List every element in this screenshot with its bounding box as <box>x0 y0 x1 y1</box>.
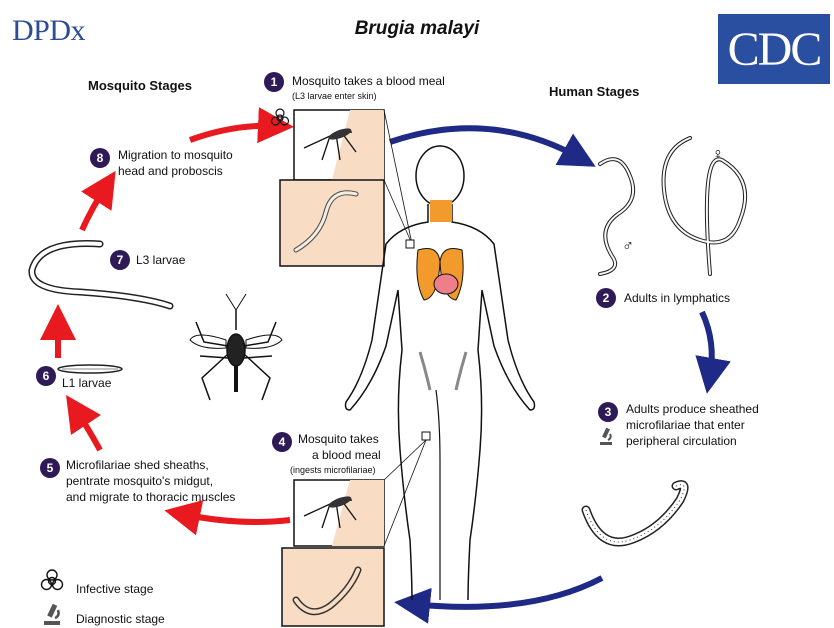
step-badge-7: 7 <box>110 250 130 270</box>
step-7-label: L3 larvae <box>136 253 185 268</box>
biohazard-icon <box>272 109 289 125</box>
arrow-5-to-6 <box>76 410 100 450</box>
step-5-line-2: pentrate mosquito's midgut, <box>66 474 213 489</box>
legend-diagnostic-stage: Diagnostic stage <box>76 612 165 626</box>
legend-microscope-icon <box>44 604 60 625</box>
step-4-line-2: a blood meal <box>312 448 381 463</box>
step1-panels <box>280 110 412 266</box>
step-3-line-1: Adults produce sheathed <box>626 402 759 417</box>
arrow-2-to-3 <box>702 312 712 376</box>
step-3-line-3: peripheral circulation <box>626 434 737 449</box>
body-organs <box>417 200 466 390</box>
step-1-note: (L3 larvae enter skin) <box>292 91 377 102</box>
step-badge-4: 4 <box>272 432 292 452</box>
microscope-icon <box>600 428 612 445</box>
step-badge-8: 8 <box>90 148 110 168</box>
arrow-8-to-1 <box>190 126 276 140</box>
l1-larva <box>58 365 122 373</box>
step-8-line-1: Migration to mosquito <box>118 148 233 163</box>
step-5-line-3: and migrate to thoracic muscles <box>66 490 235 505</box>
step-5-line-1: Microfilariae shed sheaths, <box>66 458 209 473</box>
step-6-label: L1 larvae <box>62 376 111 391</box>
male-symbol: ♂ <box>622 238 634 256</box>
mosquito <box>190 294 282 400</box>
female-symbol: ♀ <box>712 146 724 164</box>
step-4-line-1: Mosquito takes <box>298 432 379 447</box>
arrow-1-to-2 <box>390 128 580 158</box>
step-badge-5: 5 <box>40 458 60 478</box>
step-2-label: Adults in lymphatics <box>624 291 730 306</box>
step-8-line-2: head and proboscis <box>118 164 223 179</box>
arrow-4-to-5 <box>182 514 290 522</box>
step-badge-3: 3 <box>598 402 618 422</box>
step-1-label: Mosquito takes a blood meal <box>292 74 445 89</box>
step-badge-6: 6 <box>36 366 56 386</box>
step-badge-2: 2 <box>596 288 616 308</box>
legend-infective-stage: Infective stage <box>76 582 153 596</box>
step-3-line-2: microfilariae that enter <box>626 418 745 433</box>
arrow-7-to-8 <box>82 186 106 230</box>
step-4-note: (ingests microfilariae) <box>290 465 376 476</box>
step-badge-1: 1 <box>264 72 284 92</box>
legend-biohazard-icon <box>42 570 63 590</box>
